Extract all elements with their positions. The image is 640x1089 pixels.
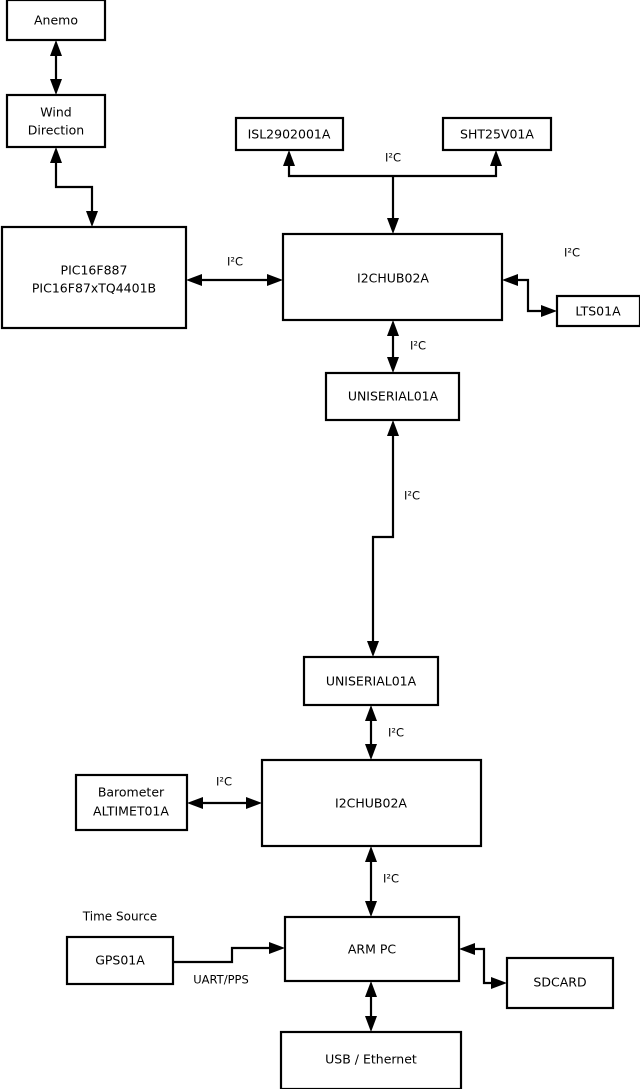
edge-label-hub-uniserial: I²C xyxy=(410,339,426,353)
edge-wind-direction-pic xyxy=(50,147,98,227)
node-label-sdcard: SDCARD xyxy=(533,975,586,990)
node-label-arm-pc: ARM PC xyxy=(348,942,397,957)
node-label-i2chub02a-top: I2CHUB02A xyxy=(357,271,429,286)
edge-uniserial-bottom-i2chub-bottom: I²C xyxy=(365,705,404,760)
node-label-pic-line1: PIC16F887 xyxy=(61,263,128,278)
node-label-usb-ethernet: USB / Ethernet xyxy=(325,1052,417,1067)
node-label-barometer-line1: Barometer xyxy=(98,785,165,800)
node-sht25v01a[interactable]: SHT25V01A xyxy=(441,116,553,152)
node-label-lts01a: LTS01A xyxy=(575,304,621,319)
node-label-uniserial01a-top: UNISERIAL01A xyxy=(348,389,439,404)
node-barometer[interactable]: Barometer ALTIMET01A xyxy=(74,773,189,832)
edge-label-pic-hub: I²C xyxy=(227,255,243,269)
label-time-source: Time Source xyxy=(82,910,157,924)
node-lts01a[interactable]: LTS01A xyxy=(555,294,640,328)
node-label-sht25v01a: SHT25V01A xyxy=(460,127,534,142)
edge-i2chub-bottom-arm-pc: I²C xyxy=(365,846,399,917)
node-sdcard[interactable]: SDCARD xyxy=(505,956,615,1010)
node-i2chub02a-bottom[interactable]: I2CHUB02A xyxy=(260,758,483,848)
edge-arm-pc-sdcard xyxy=(459,943,507,989)
edge-i2chub-top-sensors: I²C xyxy=(283,150,502,234)
node-label-i2chub02a-bottom: I2CHUB02A xyxy=(335,796,407,811)
edge-pic-i2chub-top: I²C xyxy=(186,255,283,286)
node-wind-direction[interactable]: Wind Direction xyxy=(5,93,107,149)
node-isl2902001a[interactable]: ISL2902001A xyxy=(234,116,345,152)
node-uniserial01a-top[interactable]: UNISERIAL01A xyxy=(324,371,461,422)
edge-arm-pc-usb-ethernet xyxy=(365,981,377,1032)
node-arm-pc[interactable]: ARM PC xyxy=(283,915,461,983)
node-pic-microcontroller[interactable]: PIC16F887 PIC16F87xTQ4401B xyxy=(0,225,188,330)
node-anemo[interactable]: Anemo xyxy=(5,0,107,42)
node-i2chub02a-top[interactable]: I2CHUB02A xyxy=(281,232,504,322)
node-label-gps01a: GPS01A xyxy=(95,953,145,968)
node-label-anemo: Anemo xyxy=(34,13,78,28)
node-usb-ethernet[interactable]: USB / Ethernet xyxy=(279,1030,463,1089)
node-label-isl2902001a: ISL2902001A xyxy=(248,127,331,142)
edge-gps-arm-pc: UART/PPS xyxy=(173,942,285,987)
node-label-pic-line2: PIC16F87xTQ4401B xyxy=(32,281,156,296)
edge-label-barometer-hub: I²C xyxy=(216,775,232,789)
edge-barometer-i2chub-bottom: I²C xyxy=(187,775,262,809)
edge-label-gps-armpc: UART/PPS xyxy=(193,973,249,987)
edge-anemo-wind-direction xyxy=(50,40,62,95)
node-label-uniserial01a-bottom: UNISERIAL01A xyxy=(326,674,417,689)
edge-label-uniserial-hub: I²C xyxy=(388,726,404,740)
edge-label-hub-sensors: I²C xyxy=(385,151,401,165)
node-uniserial01a-bottom[interactable]: UNISERIAL01A xyxy=(302,655,440,707)
node-gps01a[interactable]: GPS01A xyxy=(65,935,175,986)
edge-uniserial-top-uniserial-bottom: I²C xyxy=(367,420,420,657)
edge-i2chub-top-lts: I²C xyxy=(502,246,580,317)
edge-label-hub-lts: I²C xyxy=(564,246,580,260)
edge-label-uniserial-uniserial: I²C xyxy=(404,489,420,503)
node-label-wind-direction-line1: Wind xyxy=(40,105,71,120)
node-label-wind-direction-line2: Direction xyxy=(28,123,84,138)
edge-label-hub-armpc: I²C xyxy=(383,872,399,886)
edge-i2chub-top-uniserial-top: I²C xyxy=(387,320,426,373)
node-label-barometer-line2: ALTIMET01A xyxy=(93,804,169,819)
